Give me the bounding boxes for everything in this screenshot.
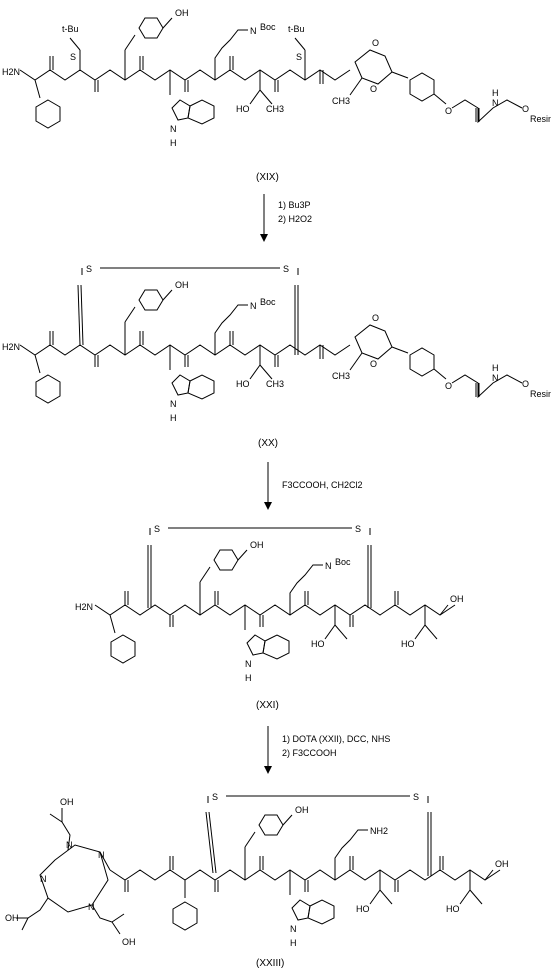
- atom-n: N: [40, 874, 47, 884]
- atom-ho: HO: [401, 639, 415, 649]
- atom-ho: HO: [356, 904, 370, 914]
- atom-s: S: [296, 52, 302, 62]
- atom-s: S: [86, 264, 92, 274]
- atom-oh: OH: [250, 540, 264, 550]
- arrowhead: [260, 234, 268, 242]
- reagent-label: 1) DOTA (XXII), DCC, NHS: [282, 734, 390, 744]
- atom-o: O: [370, 359, 377, 369]
- atom-h: H: [245, 673, 252, 683]
- atom-s: S: [154, 524, 160, 534]
- atom-o: O: [522, 379, 529, 389]
- atom-o: O: [445, 106, 452, 116]
- atom-resin: Resin: [530, 389, 551, 399]
- atom-ch3: CH3: [266, 379, 284, 389]
- arrowhead: [264, 502, 272, 510]
- atom-o: O: [370, 84, 377, 94]
- atom-oh: OH: [175, 280, 189, 290]
- compound-xix-structure: [19, 17, 523, 129]
- atom-n: N: [250, 301, 257, 311]
- atom-oh: OH: [175, 8, 189, 18]
- atom-o: O: [522, 104, 529, 114]
- atom-h: H: [492, 363, 499, 373]
- atom-n: N: [88, 902, 95, 912]
- compound-xxiii-atom-labels: S S OH NH2 N H HO OH HO N N N N OH OH OH: [5, 792, 509, 948]
- atom-ho: HO: [236, 104, 250, 114]
- compound-xx-atom-labels: S S H2N OH N Boc N H HO CH3 CH3 O O O N …: [2, 264, 551, 423]
- atom-oh: OH: [295, 805, 309, 815]
- compound-xxiii-structure: [16, 795, 501, 935]
- atom-boc: Boc: [260, 297, 276, 307]
- atom-ho: HO: [446, 904, 460, 914]
- compound-xxi-atom-labels: S S H2N OH N Boc N H HO OH HO: [75, 524, 464, 683]
- atom-s: S: [212, 792, 218, 802]
- atom-n: N: [170, 124, 177, 134]
- atom-n: N: [250, 26, 257, 36]
- atom-o: O: [372, 38, 379, 48]
- atom-boc: Boc: [335, 557, 351, 567]
- compound-xix-atom-labels: t-Bu S H2N OH N Boc t-Bu S N H HO CH3 CH…: [2, 8, 551, 148]
- atom-resin: Resin: [530, 114, 551, 124]
- atom-n: N: [492, 373, 499, 383]
- atom-boc: Boc: [260, 22, 276, 32]
- atom-oh: OH: [60, 797, 74, 807]
- atom-tbu: t-Bu: [62, 24, 79, 34]
- reagent-label: F3CCOOH, CH2Cl2: [282, 480, 363, 490]
- atom-n: N: [325, 561, 332, 571]
- atom-s: S: [283, 264, 289, 274]
- atom-ho: HO: [236, 379, 250, 389]
- atom-o: O: [372, 313, 379, 323]
- atom-n: N: [98, 850, 105, 860]
- atom-ch3: CH3: [332, 371, 350, 381]
- atom-h2n: H2N: [2, 342, 20, 352]
- compound-xxi-structure: [94, 527, 456, 664]
- atom-oh: OH: [450, 594, 464, 604]
- atom-n: N: [170, 399, 177, 409]
- atom-ch3: CH3: [332, 96, 350, 106]
- atom-oh: OH: [122, 937, 136, 947]
- compound-caption: (XXI): [256, 700, 279, 711]
- compound-xx-structure: [19, 267, 523, 404]
- atom-oh: OH: [5, 913, 19, 923]
- atom-h: H: [290, 938, 297, 948]
- atom-n: N: [290, 924, 297, 934]
- atom-n: N: [66, 840, 73, 850]
- atom-n: N: [492, 98, 499, 108]
- atom-s: S: [355, 524, 361, 534]
- compound-caption: (XIX): [256, 172, 279, 183]
- arrowhead: [264, 766, 272, 774]
- atom-h: H: [170, 138, 177, 148]
- atom-n: N: [245, 659, 252, 669]
- atom-tbu: t-Bu: [288, 24, 305, 34]
- reagent-label: 2) H2O2: [278, 214, 312, 224]
- compound-caption: (XX): [258, 438, 278, 449]
- atom-h: H: [170, 413, 177, 423]
- atom-o: O: [445, 381, 452, 391]
- atom-ho: HO: [311, 639, 325, 649]
- atom-h2n: H2N: [75, 602, 93, 612]
- reagent-label: 1) Bu3P: [278, 200, 311, 210]
- atom-ch3: CH3: [266, 104, 284, 114]
- atom-h2n: H2N: [2, 67, 20, 77]
- atom-oh: OH: [495, 859, 509, 869]
- atom-s: S: [70, 52, 76, 62]
- atom-nh2: NH2: [370, 826, 388, 836]
- atom-h: H: [492, 88, 499, 98]
- reagent-label: 2) F3CCOOH: [282, 748, 337, 758]
- atom-s: S: [413, 792, 419, 802]
- compound-caption: (XXIII): [256, 958, 284, 969]
